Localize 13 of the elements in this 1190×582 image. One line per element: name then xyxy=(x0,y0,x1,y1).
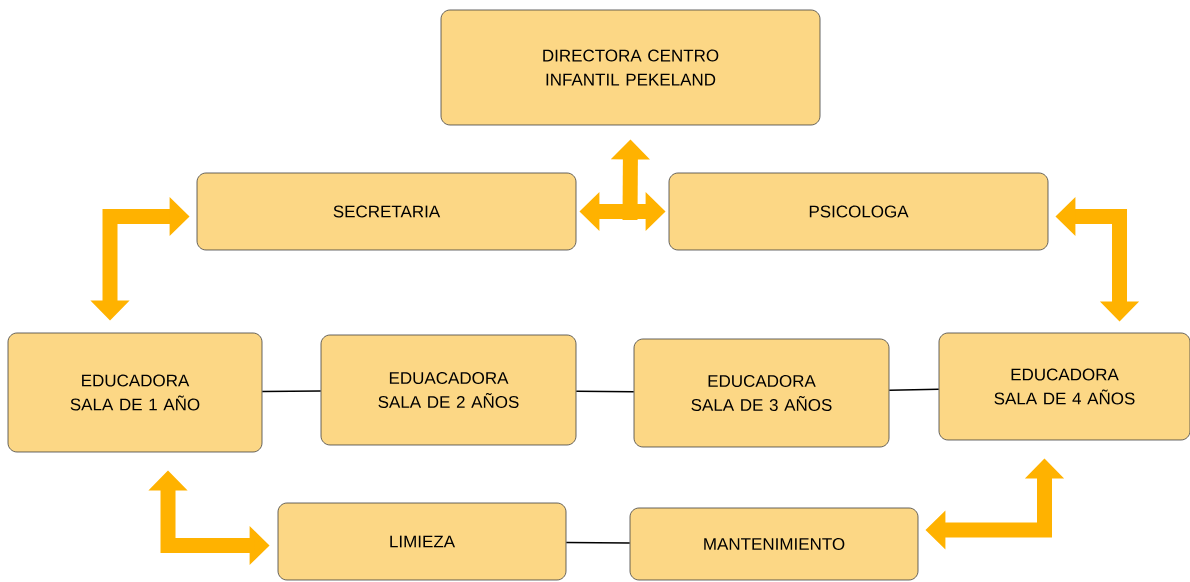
process-box: EDUCADORA SALA DE 1 AÑO xyxy=(7,332,263,453)
process-box: EDUCADORA SALA DE 4 AÑOS xyxy=(938,332,1190,441)
process-box: EDUCADORA SALA DE 3 AÑOS xyxy=(633,338,890,448)
process-box: SECRETARIA xyxy=(196,172,577,251)
connector-line xyxy=(261,390,322,393)
process-box: DIRECTORA CENTRO INFANTIL PEKELAND xyxy=(440,9,821,126)
connector-line xyxy=(565,541,631,544)
connector-line xyxy=(888,388,940,392)
process-box: EDUACADORA SALA DE 2 AÑOS xyxy=(320,334,577,446)
process-box: PSICOLOGA xyxy=(668,172,1049,251)
connector-line xyxy=(575,390,635,393)
process-box: MANTENIMIENTO xyxy=(629,507,919,581)
process-box: LIMIEZA xyxy=(277,502,567,581)
